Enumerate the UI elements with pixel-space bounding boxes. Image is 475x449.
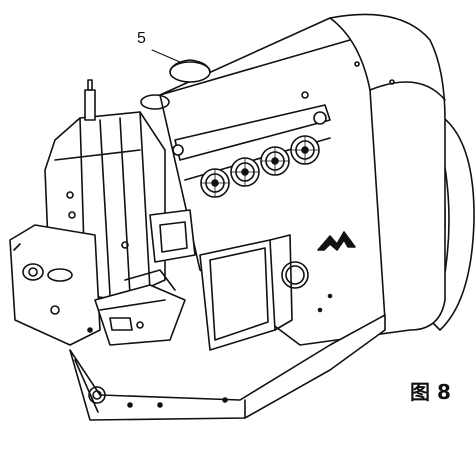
presser-foot bbox=[95, 270, 185, 345]
front-cover bbox=[10, 225, 100, 345]
brand-logo-icon bbox=[318, 232, 355, 250]
machine-base bbox=[70, 315, 385, 420]
tension-dial bbox=[261, 147, 289, 175]
callout-leader-line bbox=[152, 50, 180, 62]
figure-caption: 图 8 bbox=[410, 380, 451, 404]
tension-dial bbox=[291, 136, 319, 164]
tension-dial bbox=[231, 158, 259, 186]
looper-cover bbox=[200, 235, 292, 350]
callout-label-5: 5 bbox=[137, 30, 146, 47]
tension-dial bbox=[201, 169, 229, 197]
thread-tension-dials bbox=[173, 105, 330, 197]
